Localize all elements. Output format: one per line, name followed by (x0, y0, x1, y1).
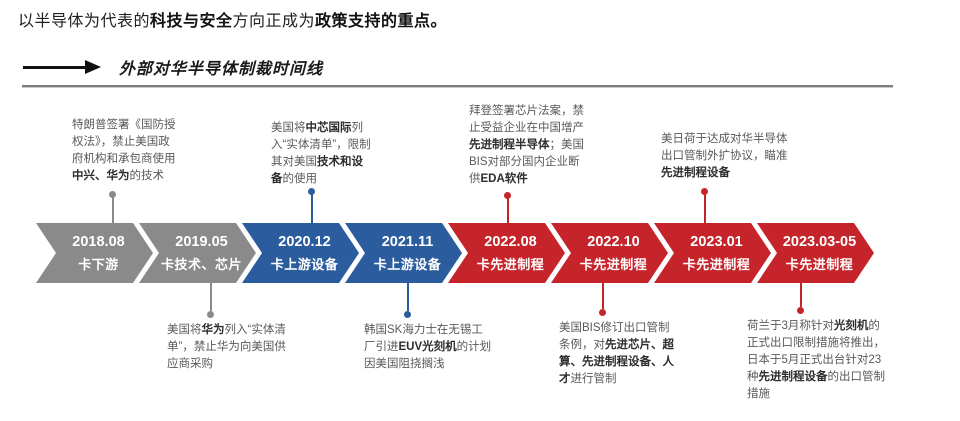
step-date: 2022.10 (587, 233, 640, 250)
connector-line (799, 283, 802, 307)
annotation-bottom-2019-05: 美国将华为列入“实体清单”，禁止华为向美国供应商采购 (167, 324, 286, 370)
connector-dot (207, 311, 214, 318)
step-date: 2020.12 (278, 233, 331, 250)
step-date: 2018.08 (72, 233, 125, 250)
page-title: 以半导体为代表的科技与安全方向正成为政策支持的重点。 (18, 13, 448, 30)
annotation-bottom-2021-11: 韩国SK海力士在无锡工厂引进EUV光刻机的计划因美国阻挠搁浅 (364, 324, 492, 370)
connector-dot (701, 188, 708, 195)
step-label: 卡技术、芯片 (160, 257, 242, 273)
step-date: 2023.03-05 (782, 233, 857, 250)
connector-top-2018-08 (109, 191, 116, 223)
connector-dot (504, 192, 511, 199)
step-label: 卡上游设备 (270, 257, 339, 273)
connector-dot (404, 311, 411, 318)
step-label: 卡先进制程 (579, 257, 648, 273)
connector-bottom-2022-10 (599, 283, 606, 316)
timeline-step: 2018.08 卡下游 (36, 223, 153, 283)
right-arrow-head-icon (85, 60, 101, 74)
connector-line (506, 198, 509, 223)
step-label: 卡先进制程 (682, 257, 751, 273)
divider-line (22, 85, 893, 88)
connector-bottom-2021-11 (404, 283, 411, 318)
timeline-step: 2020.12 卡上游设备 (242, 223, 359, 283)
step-date: 2023.01 (690, 233, 743, 250)
connector-dot (797, 307, 804, 314)
connector-top-2023-01 (701, 188, 708, 223)
timeline-step: 2023.01 卡先进制程 (654, 223, 771, 283)
step-label: 卡先进制程 (476, 257, 545, 273)
connector-line (601, 283, 604, 309)
connector-line (406, 283, 409, 311)
annotation-bottom-2023-03-05: 荷兰于3月称针对光刻机的正式出口限制措施将推出，日本于5月正式出台针对23种先进… (747, 320, 885, 400)
annotation-top-2023-01: 美日荷于达成对华半导体出口管制外扩协议，瞄准先进制程设备 (661, 133, 788, 179)
timeline-step: 2022.10 卡先进制程 (551, 223, 668, 283)
annotation-top-2022-08: 拜登签署芯片法案，禁止受益企业在中国增产先进制程半导体；美国BIS对部分国内企业… (469, 105, 584, 185)
connector-line (111, 197, 114, 223)
timeline-step: 2019.05 卡技术、芯片 (139, 223, 256, 283)
step-date: 2022.08 (484, 233, 537, 250)
step-label: 卡先进制程 (785, 257, 854, 273)
step-date: 2021.11 (381, 233, 434, 250)
connector-bottom-2023-03-05 (797, 283, 804, 314)
connector-dot (599, 309, 606, 316)
connector-top-2022-08 (504, 192, 511, 223)
connector-dot (109, 191, 116, 198)
timeline-step: 2022.08 卡先进制程 (448, 223, 565, 283)
section-heading: 外部对华半导体制裁时间线 (23, 56, 323, 78)
connector-dot (308, 188, 315, 195)
timeline-band: 2018.08 卡下游 2019.05 卡技术、芯片 2020.12 卡上游设备… (36, 223, 874, 283)
connector-bottom-2019-05 (207, 283, 214, 318)
timeline-step: 2023.03-05 卡先进制程 (757, 223, 874, 283)
connector-top-2020-12 (308, 188, 315, 223)
step-label: 卡下游 (78, 257, 119, 273)
section-heading-label: 外部对华半导体制裁时间线 (119, 61, 324, 78)
connector-line (310, 194, 313, 223)
annotation-bottom-2022-10: 美国BIS修订出口管制条例，对先进芯片、超算、先进制程设备、人才进行管制 (559, 322, 674, 385)
annotation-top-2020-12: 美国将中芯国际列入“实体清单”，限制其对美国技术和设备的使用 (271, 122, 371, 185)
annotation-top-2018-08: 特朗普签署《国防授权法》，禁止美国政府机构和承包商使用中兴、华为的技术 (72, 119, 176, 182)
right-arrow-icon (23, 65, 85, 69)
step-label: 卡上游设备 (373, 257, 442, 273)
connector-line (703, 194, 706, 223)
step-date: 2019.05 (175, 233, 228, 250)
connector-line (209, 283, 212, 311)
timeline-step: 2021.11 卡上游设备 (345, 223, 462, 283)
